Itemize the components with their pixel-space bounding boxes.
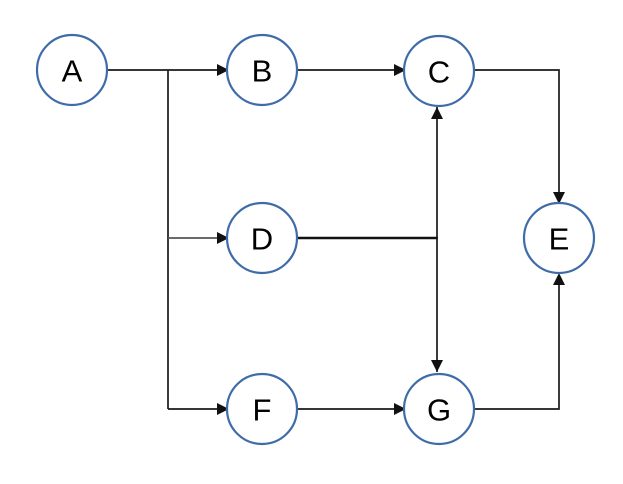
node-f-label: F	[253, 393, 272, 428]
arrowhead-f-to-g	[394, 403, 406, 415]
node-d-label: D	[251, 222, 273, 257]
arrowhead-a-to-d	[217, 232, 229, 244]
node-c-circle[interactable]	[402, 34, 476, 108]
node-e-label: E	[549, 222, 570, 257]
node-d-circle[interactable]	[225, 201, 299, 275]
arrowhead-d-to-g	[431, 360, 443, 372]
arrowhead-g-to-e	[553, 273, 565, 285]
node-b-circle[interactable]	[225, 33, 299, 107]
node-g[interactable]: G	[402, 372, 476, 446]
node-b[interactable]: B	[225, 33, 299, 107]
node-layer: A B C D E F	[35, 33, 596, 446]
node-d[interactable]: D	[225, 201, 299, 275]
node-c[interactable]: C	[402, 34, 476, 108]
node-g-label: G	[427, 393, 451, 428]
edge-layer	[107, 64, 565, 415]
node-a[interactable]: A	[35, 33, 109, 107]
node-g-circle[interactable]	[402, 372, 476, 446]
arrowhead-c-to-e	[553, 192, 565, 204]
node-f[interactable]: F	[225, 372, 299, 446]
arrowhead-a-to-b	[217, 64, 229, 76]
node-f-circle[interactable]	[225, 372, 299, 446]
arrowhead-d-to-c	[431, 107, 443, 119]
node-a-label: A	[62, 54, 83, 89]
arrowhead-b-to-c	[394, 64, 406, 76]
node-b-label: B	[252, 54, 273, 89]
edge-c-to-e	[474, 69, 560, 192]
node-c-label: C	[428, 55, 450, 90]
node-e-circle[interactable]	[522, 201, 596, 275]
edge-g-to-e	[474, 285, 560, 410]
node-e[interactable]: E	[522, 201, 596, 275]
node-a-circle[interactable]	[35, 33, 109, 107]
arrowhead-a-to-f	[217, 403, 229, 415]
